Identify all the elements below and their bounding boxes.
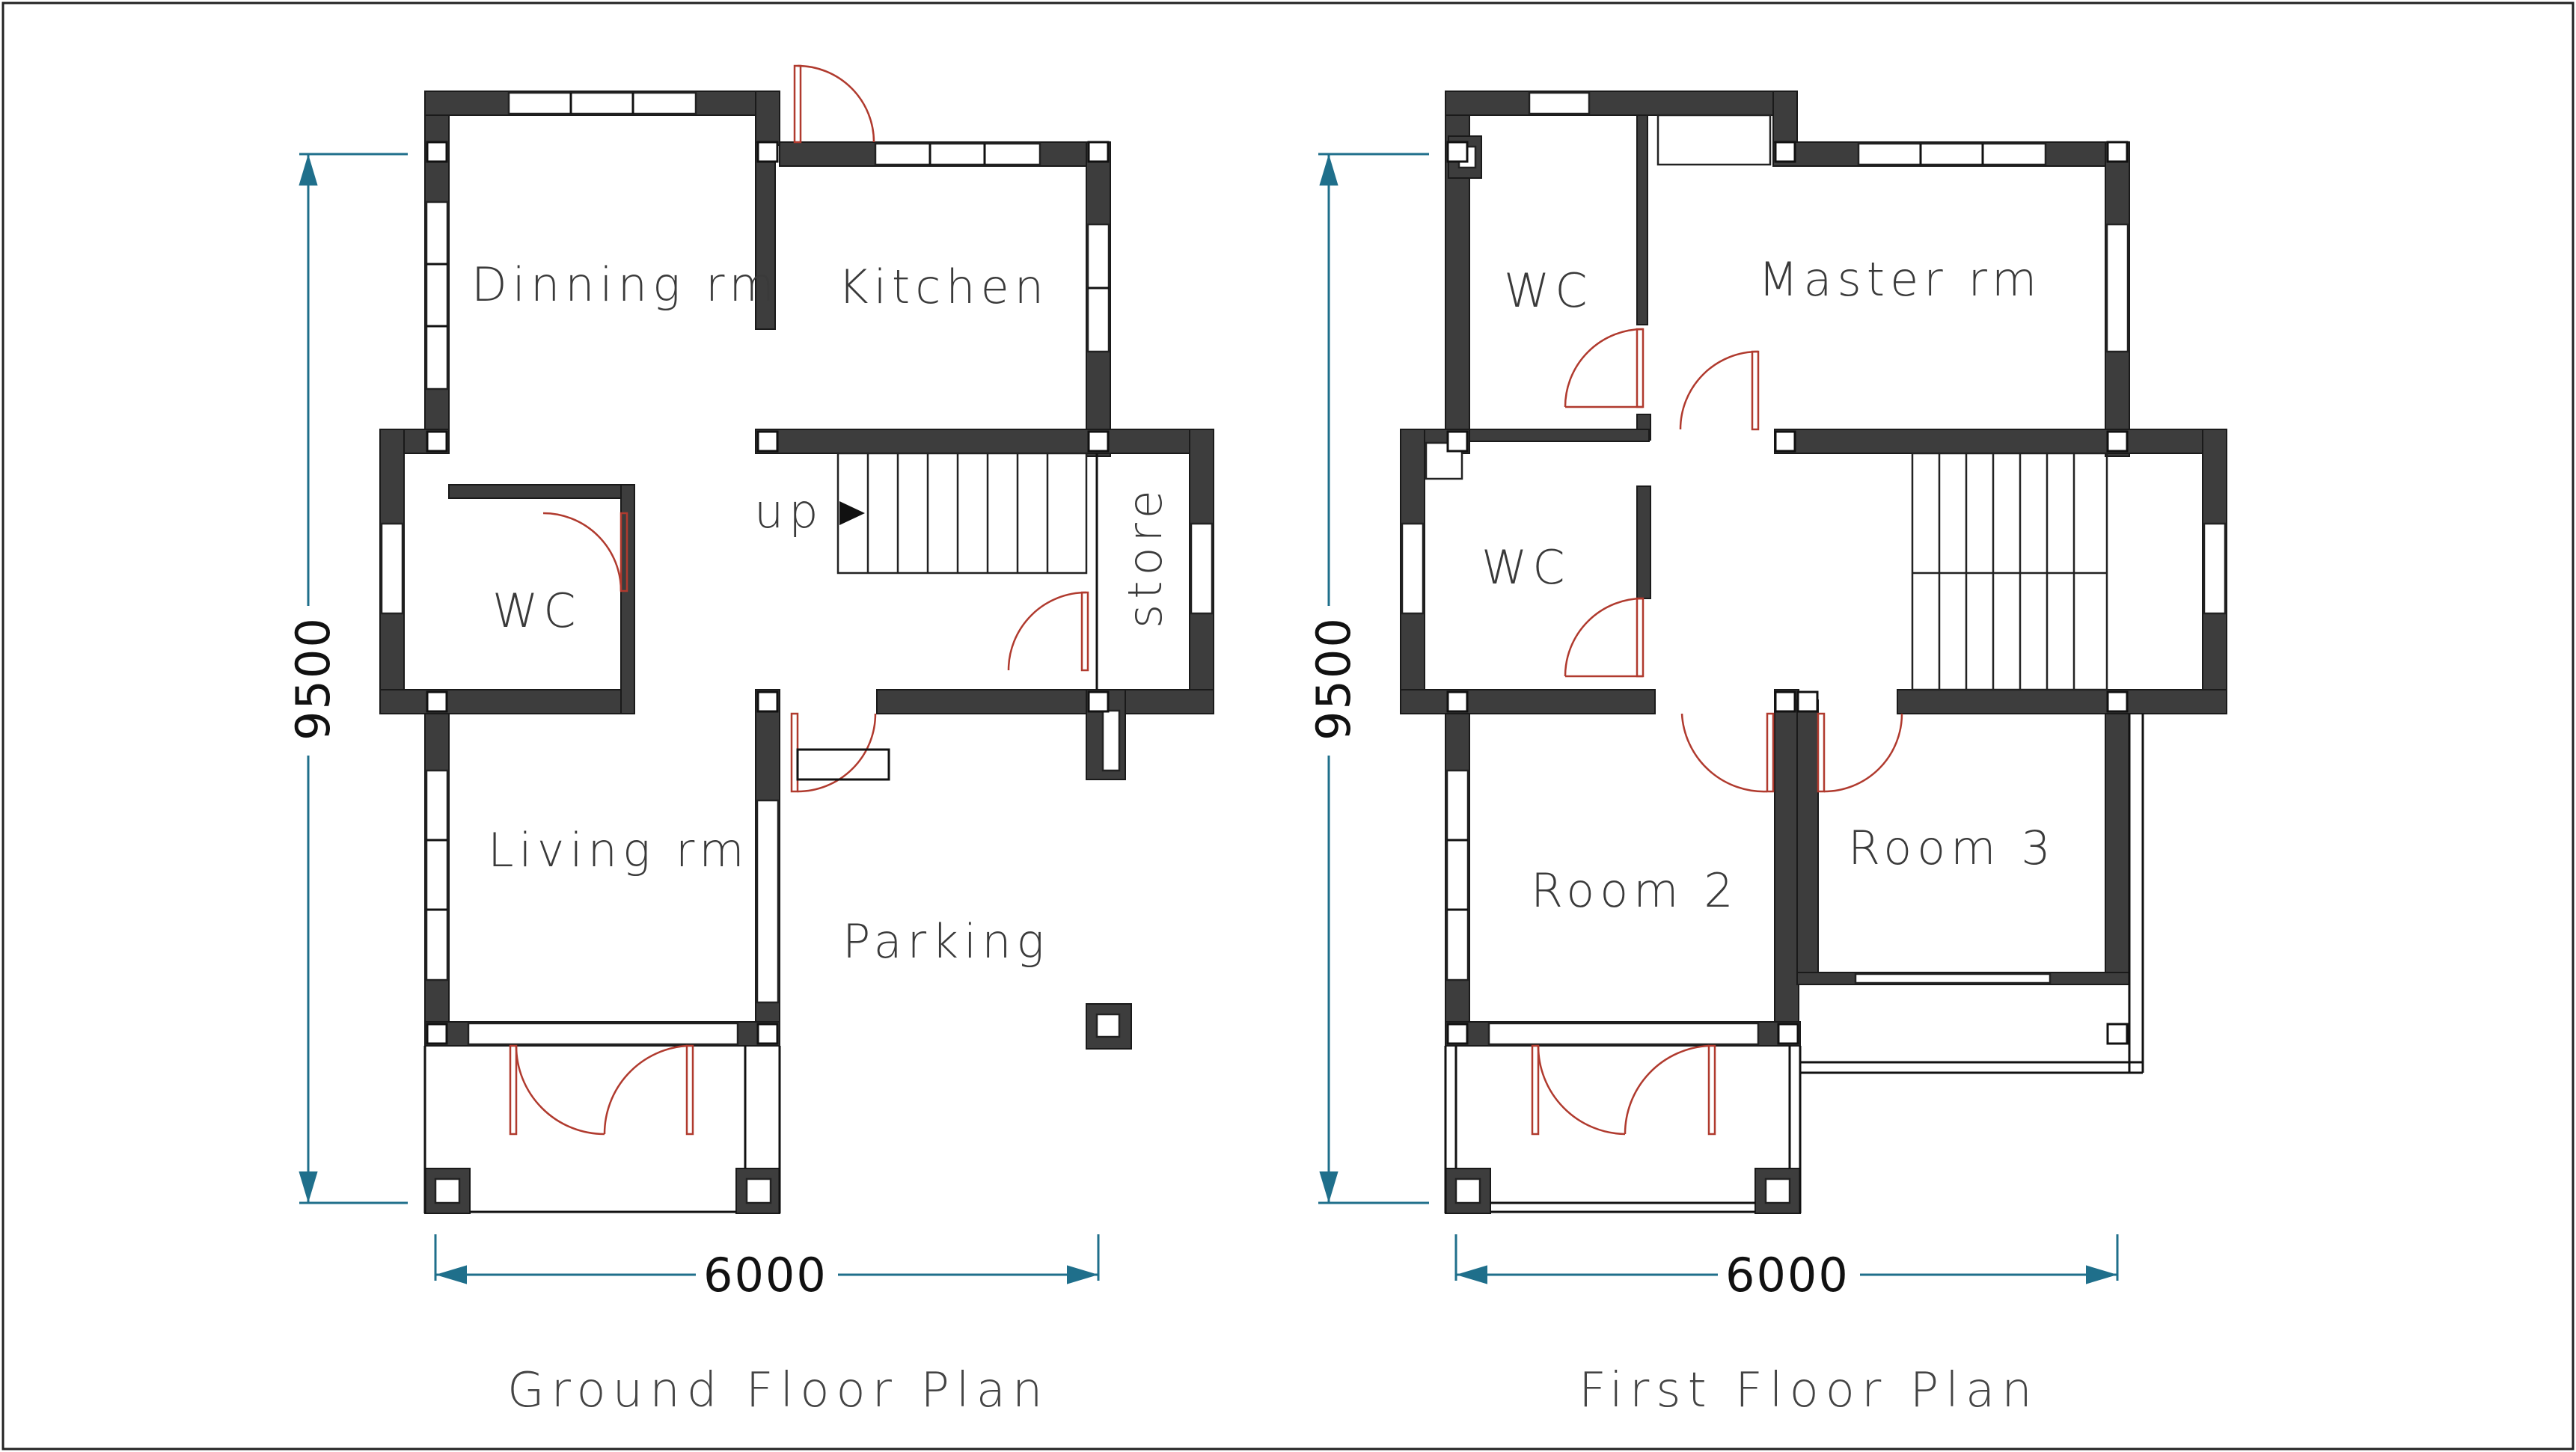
room-label-living: Living rm — [488, 823, 750, 877]
ground-floor-title: Ground Floor Plan — [507, 1363, 1049, 1418]
room-label-up: up — [754, 484, 824, 539]
first-floor-columns — [1446, 141, 2129, 1045]
first-floor-title: First Floor Plan — [1579, 1363, 2039, 1418]
first-floor-stairs — [1911, 452, 2108, 691]
room-label-parking: Parking — [842, 914, 1050, 969]
ground-floor-columns — [426, 141, 1110, 1045]
dim-label-mask — [696, 1249, 838, 1302]
first-floor-balconies — [1444, 714, 2144, 1213]
room-label-wc-mid: WC — [1481, 540, 1570, 595]
first-floor-plan: WC Master rm WC Room 2 Room 3 9500 6000 … — [1290, 91, 2227, 1418]
first-floor-dimensions — [1318, 153, 2119, 1284]
ground-floor-plan: Dinning rm Kitchen up WC store Living rm… — [269, 64, 1214, 1418]
room-label-store: store — [1118, 485, 1172, 628]
room-label-room3: Room 3 — [1848, 821, 2056, 875]
room-label-wc-top: WC — [1504, 263, 1593, 318]
ground-dim-height: 9500 — [286, 616, 340, 741]
ground-floor-windows — [380, 91, 1214, 1046]
ground-floor-porch — [423, 1046, 781, 1213]
ground-floor-openings — [434, 709, 1121, 1204]
ground-floor-stairs — [836, 452, 1098, 690]
room-label-master: Master rm — [1758, 252, 2042, 307]
room-label-kitchen: Kitchen — [838, 260, 1049, 314]
stair-up-arrow-icon — [839, 501, 865, 525]
room-label-room2: Room 2 — [1531, 863, 1739, 918]
ground-floor-doors — [509, 64, 1089, 1136]
first-dim-height: 9500 — [1306, 616, 1361, 741]
room-label-dining: Dinning rm — [471, 257, 780, 312]
dim-label-mask — [269, 606, 344, 756]
dim-label-mask — [1718, 1249, 1860, 1302]
ground-floor-dimensions — [299, 153, 1100, 1284]
ground-floor-walls — [379, 91, 1214, 1214]
first-floor-doors — [1531, 328, 1903, 1136]
ground-dim-width: 6000 — [703, 1248, 827, 1302]
first-floor-windows — [1401, 91, 2227, 1046]
dim-label-mask — [1290, 606, 1365, 756]
room-label-wc: WC — [492, 583, 581, 638]
first-dim-width: 6000 — [1725, 1248, 1850, 1302]
